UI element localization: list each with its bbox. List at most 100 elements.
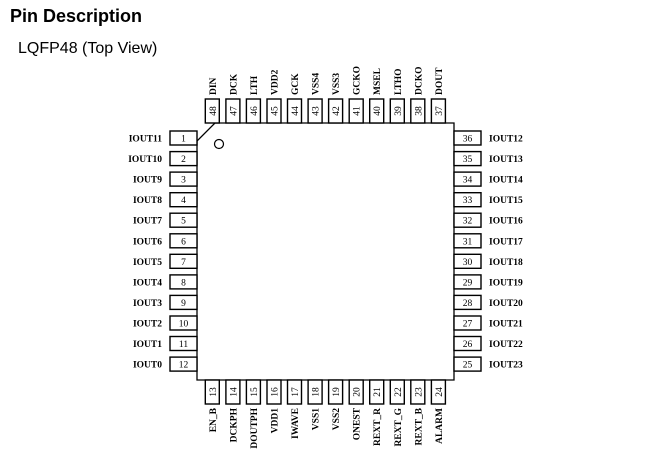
pin-label: IOUT12 <box>489 135 523 145</box>
pin-left-6: 6 IOUT6 <box>133 233 198 249</box>
pin-box <box>204 379 221 405</box>
pin-box <box>453 356 482 372</box>
pin1-marker-circle <box>213 138 225 150</box>
pin-label: VSS2 <box>332 408 342 430</box>
pin-number: 27 <box>463 320 473 330</box>
pin-box <box>453 191 482 208</box>
pin-left-9: 9 IOUT3 <box>133 294 198 311</box>
pin-box <box>453 315 482 331</box>
pin-box <box>389 98 405 124</box>
pin-number: 29 <box>463 278 473 288</box>
pin-box <box>410 98 426 124</box>
chip-body <box>196 122 455 381</box>
pin-top-45: 45 VDD2 <box>266 69 282 124</box>
pin-top-43: 43 VSS4 <box>307 73 323 124</box>
pin-number: 12 <box>179 361 189 371</box>
pin-number: 21 <box>373 387 383 397</box>
pin-top-38: 38 DCKO <box>410 67 426 124</box>
pin-number: 24 <box>435 387 445 397</box>
pin-number: 15 <box>250 387 260 397</box>
pin-label: IOUT7 <box>133 217 162 227</box>
pin-number: 41 <box>353 106 363 116</box>
pin-box <box>169 171 198 187</box>
pin-label: VSS1 <box>312 408 322 430</box>
pin-label: IOUT14 <box>489 176 523 186</box>
pin-number: 33 <box>463 196 473 206</box>
pin-label: IOUT15 <box>489 196 523 206</box>
pin-number: 13 <box>209 387 219 397</box>
pin-number: 38 <box>414 106 424 116</box>
pin-number: 22 <box>394 387 404 397</box>
pin-label: DCKO <box>414 67 424 96</box>
pin-number: 39 <box>394 106 404 116</box>
pin-number: 37 <box>435 106 445 116</box>
pin-box <box>169 150 198 167</box>
pin-box <box>453 130 482 146</box>
pin-label: MSEL <box>373 68 383 95</box>
pin-right-35: 35 IOUT13 <box>453 150 523 167</box>
pin-label: IOUT1 <box>133 340 162 350</box>
pin-box <box>225 98 241 124</box>
pin-number: 18 <box>312 387 322 397</box>
pin-bottom-21: 21 REXT_R <box>369 379 385 446</box>
pin-label: REXT_G <box>394 407 404 446</box>
pin-label: ONEST <box>353 407 363 440</box>
pin-box <box>286 379 303 405</box>
pin-right-33: 33 IOUT15 <box>453 191 523 208</box>
pin-label: GCK <box>291 73 301 95</box>
pin-box <box>348 379 364 405</box>
pin-box <box>369 98 385 124</box>
pin-box <box>169 233 198 249</box>
pin-box <box>225 379 241 405</box>
pin-left-7: 7 IOUT5 <box>133 253 198 270</box>
pin-label: DOUT <box>435 67 445 95</box>
pin-label: VDD2 <box>271 69 281 95</box>
pin-right-29: 29 IOUT19 <box>453 274 523 290</box>
pin-number: 8 <box>181 278 186 288</box>
pin-box <box>307 379 323 405</box>
pin-box <box>453 294 482 311</box>
pin-top-42: 42 VSS3 <box>327 73 344 124</box>
pin-label: IOUT5 <box>133 258 162 268</box>
pin-top-46: 46 LTH <box>245 75 262 124</box>
pin-number: 30 <box>463 258 473 268</box>
pin-box <box>286 98 303 124</box>
pin-box <box>453 274 482 290</box>
pin-left-1: 1 IOUT11 <box>129 130 198 146</box>
pin-label: IOUT9 <box>133 176 162 186</box>
pin-box <box>169 130 198 146</box>
pin-left-11: 11 IOUT1 <box>133 335 198 352</box>
pin-number: 1 <box>181 135 186 145</box>
pin-label: IOUT17 <box>489 237 523 247</box>
pin-number: 16 <box>271 387 281 397</box>
pin-label: DCK <box>229 73 239 95</box>
pin-label: IOUT18 <box>489 258 523 268</box>
pin-number: 47 <box>229 106 239 116</box>
pin-left-3: 3 IOUT9 <box>133 171 198 187</box>
pin-bottom-18: 18 VSS1 <box>307 379 323 430</box>
pin-bottom-13: 13 EN_B <box>204 379 221 432</box>
pin-box <box>453 171 482 187</box>
pin-number: 9 <box>181 299 186 309</box>
pin-label: IOUT19 <box>489 278 523 288</box>
pin-box <box>266 98 282 124</box>
pin-number: 19 <box>332 387 342 397</box>
pin-number: 5 <box>181 217 186 227</box>
package-subtitle: LQFP48 (Top View) <box>18 40 158 57</box>
pin-label: ALARM <box>435 408 445 444</box>
pin-number: 20 <box>353 387 363 397</box>
pin-box <box>410 379 426 405</box>
pin-right-31: 31 IOUT17 <box>453 233 523 249</box>
pin-number: 43 <box>312 106 322 116</box>
pin-right-36: 36 IOUT12 <box>453 130 523 146</box>
pin-label: IOUT20 <box>489 299 523 309</box>
pin-number: 4 <box>181 196 186 206</box>
pin-label: VDD1 <box>271 408 281 434</box>
pin-label: IOUT21 <box>489 320 523 330</box>
pin-top-37: 37 DOUT <box>430 67 447 124</box>
pin-box <box>169 191 198 208</box>
pin-number: 32 <box>463 217 473 227</box>
pin-label: LTH <box>250 75 260 95</box>
pin-right-27: 27 IOUT21 <box>453 315 523 331</box>
